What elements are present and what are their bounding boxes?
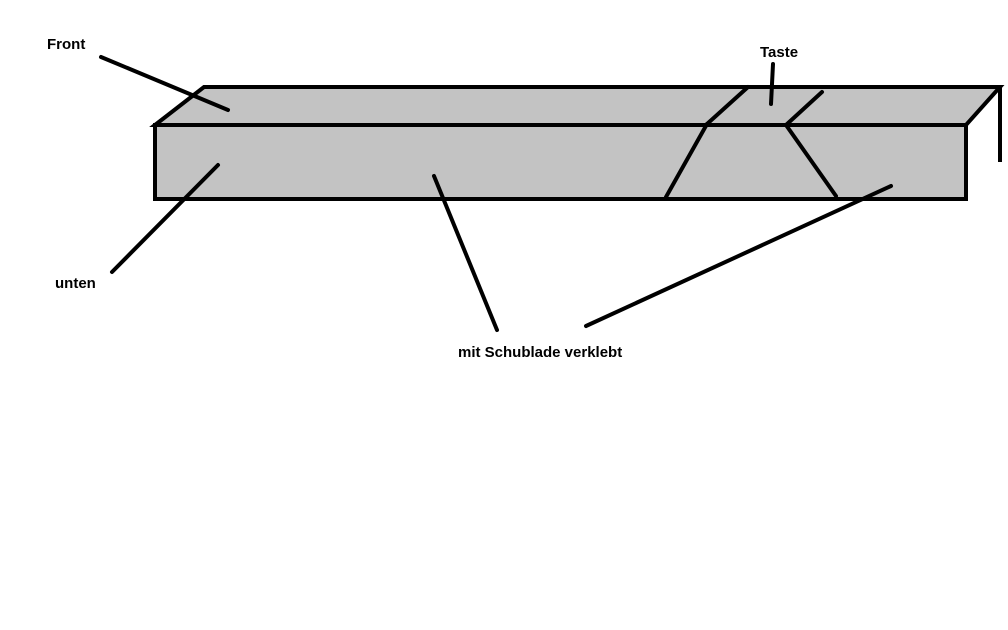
label-taste: Taste [760, 44, 798, 61]
box-front-face [153, 123, 968, 201]
leader-line-unten [110, 163, 220, 274]
leader-line-schublade-right [584, 184, 893, 328]
label-front: Front [47, 36, 85, 53]
label-schublade: mit Schublade verklebt [458, 344, 622, 361]
leader-line-taste [769, 62, 775, 106]
box-top-face [149, 85, 1005, 127]
leader-line-schublade-left [432, 174, 499, 332]
leader-line-front [99, 55, 230, 112]
label-unten: unten [55, 275, 96, 292]
key-outline [664, 85, 838, 199]
